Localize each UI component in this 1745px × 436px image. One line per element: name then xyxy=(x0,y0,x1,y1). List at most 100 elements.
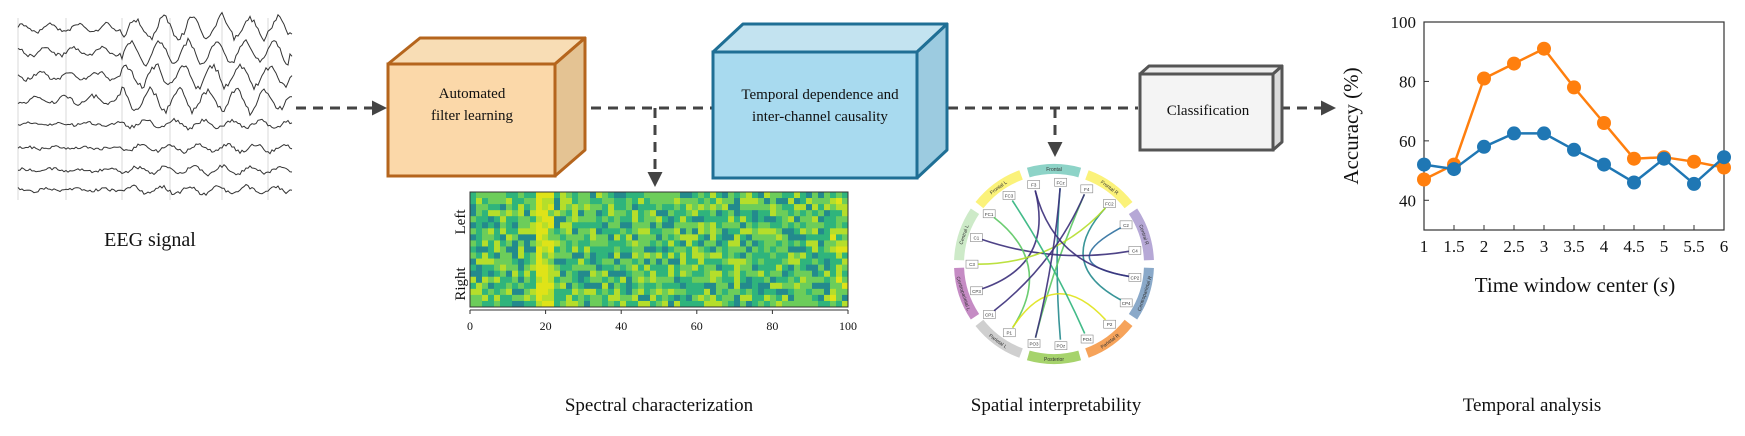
heatmap-cell xyxy=(632,294,639,302)
heatmap-cell xyxy=(614,252,621,259)
circle-link xyxy=(1034,190,1130,278)
heatmap-cell xyxy=(656,270,663,278)
heatmap-cell xyxy=(770,276,777,284)
heatmap-cell xyxy=(728,204,735,211)
circle-channel-box xyxy=(1002,191,1016,200)
heatmap-cell xyxy=(728,228,735,235)
heatmap-cell xyxy=(626,258,633,266)
heatmap-cell xyxy=(716,246,723,253)
heatmap-cell xyxy=(608,252,615,259)
heatmap-cell xyxy=(830,216,837,223)
heatmap-cell xyxy=(488,270,495,278)
heatmap-cell xyxy=(560,294,567,302)
heatmap-cell xyxy=(548,300,555,308)
heatmap-cell xyxy=(770,234,777,241)
heatmap-cell xyxy=(800,198,807,205)
heatmap-cell xyxy=(794,192,801,199)
heatmap-cell xyxy=(746,222,753,229)
heatmap-cell xyxy=(674,204,681,211)
heatmap-cell xyxy=(650,210,657,217)
heatmap-cell xyxy=(728,264,735,272)
heatmap-cell xyxy=(842,228,849,235)
heatmap-cell xyxy=(476,300,483,308)
heatmap-cell xyxy=(512,192,519,199)
heatmap-cell xyxy=(548,234,555,241)
heatmap-cell xyxy=(680,204,687,211)
heatmap-cell xyxy=(470,216,477,223)
heatmap-cell xyxy=(782,240,789,247)
heatmap-cell xyxy=(572,222,579,229)
heatmap-cell xyxy=(494,204,501,211)
heatmap-cell xyxy=(680,282,687,290)
heatmap-cell xyxy=(734,228,741,235)
heatmap-cell xyxy=(746,198,753,205)
heatmap-cell xyxy=(668,228,675,235)
heatmap-cell xyxy=(530,192,537,199)
heatmap-cell xyxy=(824,192,831,199)
heatmap-cell xyxy=(638,300,645,308)
heatmap-cell xyxy=(746,252,753,259)
heatmap-cell xyxy=(674,192,681,199)
heatmap-cell xyxy=(776,258,783,266)
heatmap-cell xyxy=(686,258,693,266)
heatmap-cell xyxy=(602,222,609,229)
heatmap-cell xyxy=(488,192,495,199)
heatmap-cell xyxy=(710,204,717,211)
heatmap-cell xyxy=(482,276,489,284)
heatmap-cell xyxy=(542,282,549,290)
heatmap-cell xyxy=(470,228,477,235)
heatmap-cell xyxy=(554,246,561,253)
heatmap-cell xyxy=(710,276,717,284)
heatmap-cell xyxy=(662,252,669,259)
eeg-trace xyxy=(17,163,293,177)
heatmap-cell xyxy=(722,198,729,205)
heatmap-cell xyxy=(542,228,549,235)
circle-channel-label: FC1 xyxy=(985,212,994,217)
heatmap-cell xyxy=(602,234,609,241)
temporal-block-top xyxy=(711,22,949,54)
heatmap-cell xyxy=(650,252,657,259)
heatmap-cell xyxy=(536,288,543,296)
heatmap-cell xyxy=(686,276,693,284)
heatmap-cell xyxy=(698,246,705,253)
caption-spatial: Spatial interpretability xyxy=(971,395,1142,416)
heatmap-cell xyxy=(770,300,777,308)
heatmap-cell xyxy=(830,240,837,247)
heatmap-cell xyxy=(794,270,801,278)
heatmap-cell xyxy=(620,252,627,259)
heatmap-cell xyxy=(644,252,651,259)
chart-point xyxy=(1567,142,1581,157)
heatmap-cell xyxy=(644,228,651,235)
heatmap-cell xyxy=(686,210,693,217)
heatmap-cell xyxy=(542,300,549,308)
heatmap-cell xyxy=(560,252,567,259)
heatmap-cell xyxy=(578,258,585,266)
heatmap-cell xyxy=(578,234,585,241)
heatmap-cell xyxy=(500,258,507,266)
heatmap-cell xyxy=(470,270,477,278)
heatmap-cell xyxy=(488,246,495,253)
heatmap-cell xyxy=(608,276,615,284)
heatmap-cell xyxy=(506,240,513,247)
heatmap-cell xyxy=(674,270,681,278)
heatmap-cell xyxy=(722,240,729,247)
heatmap-cell xyxy=(566,252,573,259)
heatmap-cell xyxy=(488,234,495,241)
heatmap-cell xyxy=(722,294,729,302)
heatmap-cell xyxy=(596,288,603,296)
heatmap-cell xyxy=(770,222,777,229)
heatmap-cell xyxy=(584,252,591,259)
heatmap-cell xyxy=(482,228,489,235)
circle-channel-box xyxy=(1119,298,1133,308)
heatmap-cell xyxy=(476,240,483,247)
heatmap-cell xyxy=(656,234,663,241)
heatmap-cell xyxy=(590,240,597,247)
heatmap-cell xyxy=(506,264,513,272)
heatmap-cell xyxy=(512,246,519,253)
heatmap-cell xyxy=(560,204,567,211)
heatmap-cell xyxy=(752,270,759,278)
heatmap-cell xyxy=(572,246,579,253)
heatmap-cell xyxy=(542,216,549,223)
heatmap-cell xyxy=(536,234,543,241)
heatmap-cell xyxy=(716,204,723,211)
